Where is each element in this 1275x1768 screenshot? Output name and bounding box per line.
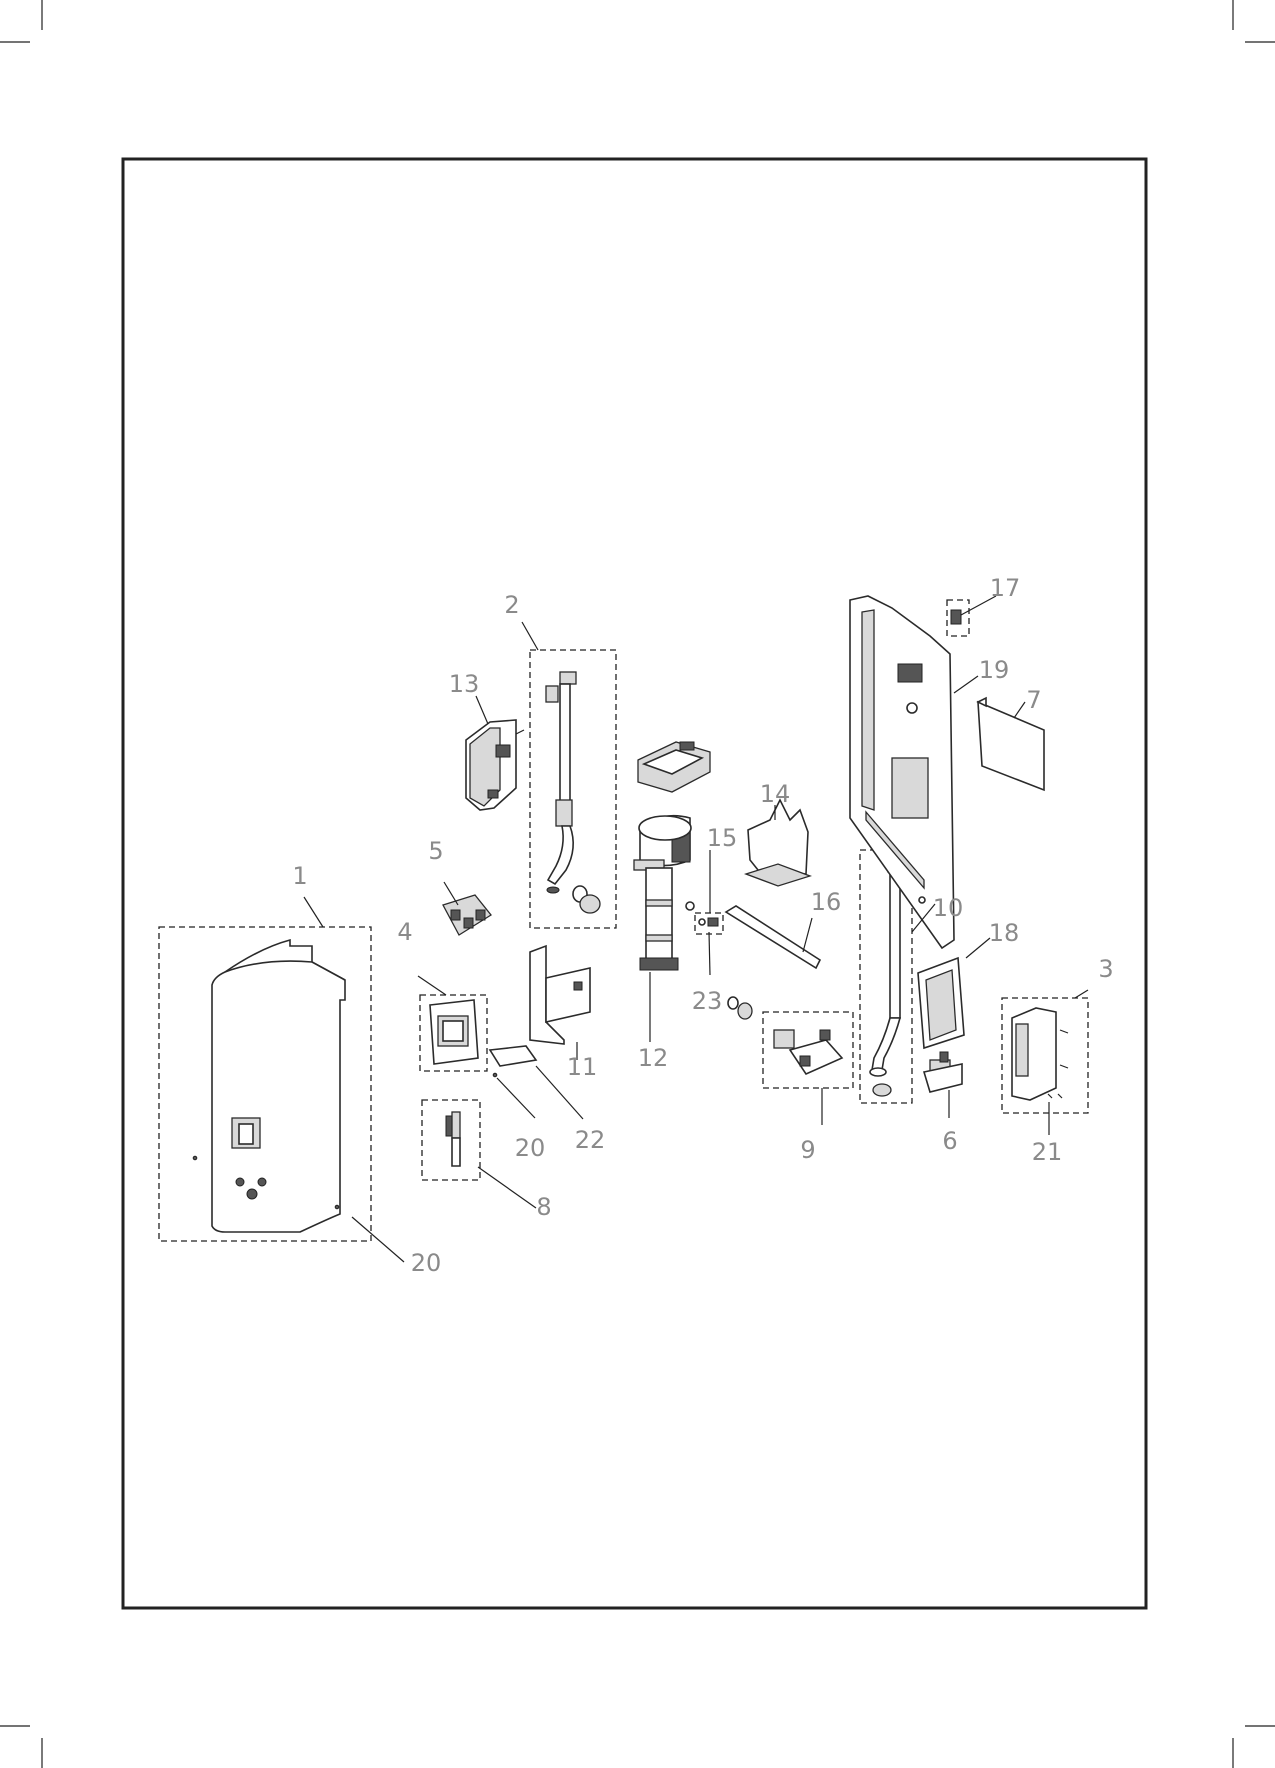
part-5-terminal-block (443, 895, 491, 935)
part-10-pipe (870, 860, 904, 1096)
callout-19: 19 (979, 656, 1010, 684)
part-15-fitting (699, 918, 718, 926)
callout-9: 9 (800, 1136, 815, 1164)
part-4-display (430, 1000, 478, 1064)
part-22-bracket (490, 1046, 536, 1077)
part-14-frame (746, 800, 810, 886)
part-3-cabinet (1012, 1008, 1068, 1100)
diagram-frame (123, 159, 1146, 1608)
part-17-fitting (951, 610, 961, 624)
callout-4: 4 (397, 918, 412, 946)
part-6-valve (924, 1052, 962, 1092)
part-18-panel (918, 958, 964, 1048)
callout-2: 2 (504, 591, 519, 619)
callout-18: 18 (989, 919, 1020, 947)
part-12-pump (634, 742, 710, 970)
callout-1: 1 (292, 862, 307, 890)
part-9-gas-valve (774, 1030, 842, 1074)
part-11-mounting-plate (530, 946, 590, 1044)
callout-3: 3 (1098, 955, 1113, 983)
callout-15: 15 (707, 824, 738, 852)
callout-16: 16 (811, 888, 842, 916)
callout-13: 13 (449, 670, 480, 698)
callout-17: 17 (990, 574, 1021, 602)
part-8-valve (446, 1112, 460, 1166)
callout-20-top: 20 (515, 1134, 546, 1162)
callout-5: 5 (428, 837, 443, 865)
callout-21: 21 (1032, 1138, 1063, 1166)
callout-7: 7 (1026, 686, 1041, 714)
part-23-seals (728, 997, 752, 1019)
group-box-8 (422, 1100, 480, 1180)
callout-6: 6 (942, 1127, 957, 1155)
group-box-2 (530, 650, 616, 928)
callout-22: 22 (575, 1126, 606, 1154)
callout-23: 23 (692, 987, 723, 1015)
part-2-pipe (546, 672, 600, 913)
callout-10: 10 (933, 894, 964, 922)
part-1-front-cover (193, 940, 345, 1232)
part-13-control-module (466, 720, 524, 810)
callout-8: 8 (536, 1193, 551, 1221)
callout-11: 11 (567, 1053, 598, 1081)
callout-14: 14 (760, 780, 791, 808)
part-16-rail (726, 906, 820, 968)
callout-20-bottom: 20 (411, 1249, 442, 1277)
callout-12: 12 (638, 1044, 669, 1072)
